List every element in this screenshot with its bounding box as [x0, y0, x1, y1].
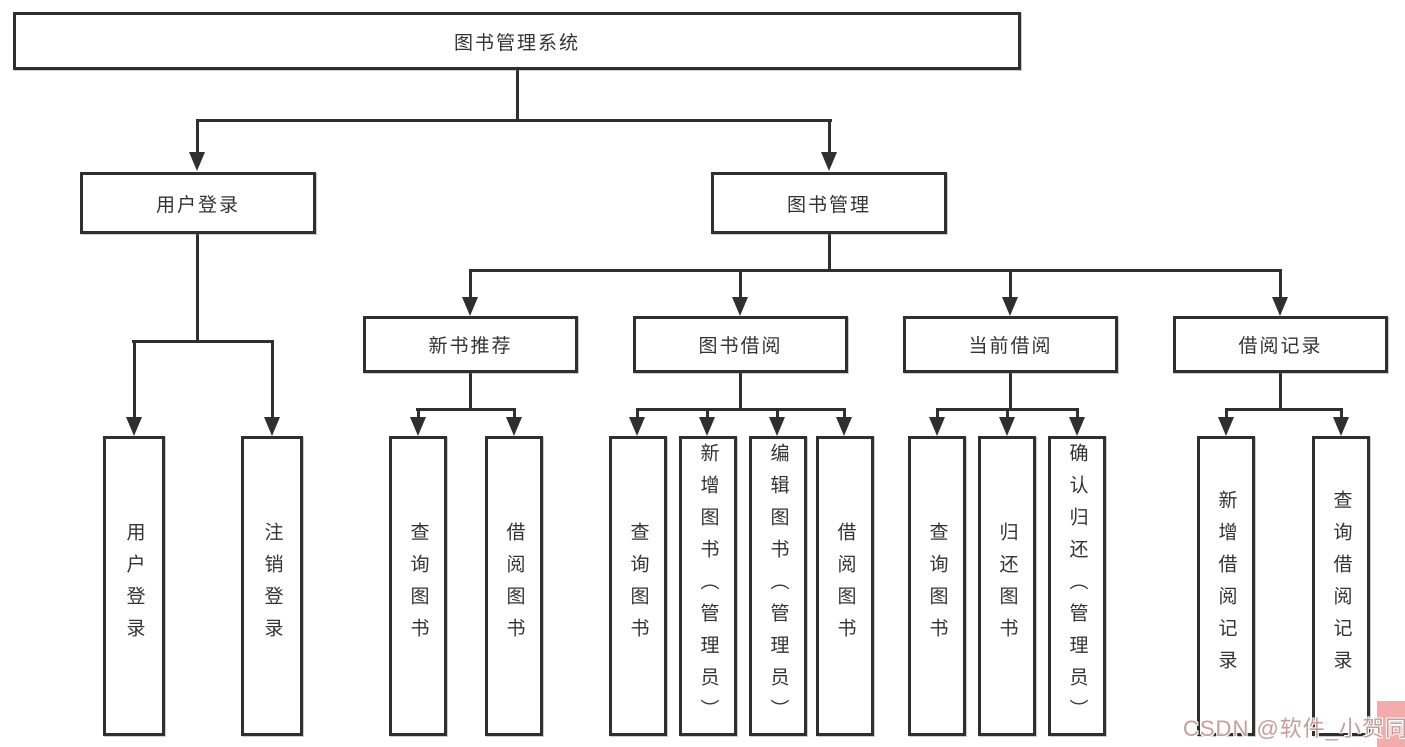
connector-line [196, 119, 199, 155]
leaf-label: 新增图书（管理员） [697, 443, 719, 731]
arrow-down-icon [410, 417, 426, 436]
connector-line [1340, 408, 1343, 420]
arrow-down-icon [836, 417, 852, 436]
leaf-label: 用户登录 [123, 522, 145, 650]
leaf-label: 借阅图书 [834, 522, 856, 650]
node-book-borrow: 图书借阅 [633, 316, 848, 373]
connector-line [271, 340, 274, 419]
arrow-down-icon [929, 417, 945, 436]
connector-line [936, 408, 939, 420]
leaf-label: 归还图书 [996, 522, 1018, 650]
leaf-return-books: 归还图书 [978, 436, 1036, 736]
leaf-label: 确认归还（管理员） [1066, 443, 1088, 731]
connector-line [1006, 408, 1009, 420]
leaf-borrow-books: 借阅图书 [816, 436, 874, 736]
leaf-logout: 注销登录 [241, 436, 303, 736]
node-borrow-records: 借阅记录 [1173, 316, 1388, 373]
leaf-query-books: 查询图书 [908, 436, 966, 736]
leaf-label: 查询图书 [926, 522, 948, 650]
connector-line [1279, 269, 1282, 299]
connector-line [469, 269, 472, 299]
connector-line [416, 408, 515, 411]
connector-line [843, 408, 846, 420]
arrow-down-icon [1002, 297, 1018, 316]
leaf-label: 编辑图书（管理员） [767, 443, 789, 731]
connector-line [1076, 408, 1079, 420]
leaf-label: 新增借阅记录 [1215, 490, 1237, 682]
arrow-down-icon [189, 152, 205, 171]
arrow-down-icon [264, 417, 280, 436]
leaf-edit-book-admin: 编辑图书（管理员） [749, 436, 807, 736]
arrow-down-icon [462, 297, 478, 316]
connector-line [513, 408, 516, 420]
arrow-down-icon [506, 417, 522, 436]
connector-line [1279, 373, 1282, 409]
arrow-down-icon [699, 417, 715, 436]
connector-line [1009, 373, 1012, 409]
arrow-down-icon [1218, 417, 1234, 436]
leaf-label: 查询借阅记录 [1330, 490, 1352, 682]
arrow-down-icon [821, 152, 837, 171]
leaf-label: 查询图书 [407, 522, 429, 650]
leaf-user-login: 用户登录 [103, 436, 165, 736]
connector-line [739, 269, 742, 299]
arrow-down-icon [629, 417, 645, 436]
leaf-label: 注销登录 [261, 522, 283, 650]
leaf-add-book-admin: 新增图书（管理员） [679, 436, 737, 736]
connector-line [1225, 408, 1228, 420]
arrow-down-icon [769, 417, 785, 436]
connector-line [469, 373, 472, 409]
connector-line [1009, 269, 1012, 299]
connector-line [1225, 408, 1342, 411]
connector-line [828, 233, 831, 270]
connector-line [417, 408, 420, 420]
node-user-login: 用户登录 [80, 172, 316, 234]
arrow-down-icon [126, 417, 142, 436]
connector-line [636, 408, 846, 411]
watermark: CSDN @软件_小贺同学 [1183, 716, 1405, 741]
leaf-borrow-books: 借阅图书 [485, 436, 543, 736]
connector-line [196, 119, 832, 122]
arrow-down-icon [732, 297, 748, 316]
arrow-down-icon [999, 417, 1015, 436]
leaf-label: 查询图书 [627, 522, 649, 650]
connector-line [516, 70, 519, 120]
node-current-borrow: 当前借阅 [903, 316, 1118, 373]
connector-line [196, 233, 199, 341]
arrow-down-icon [1333, 417, 1349, 436]
leaf-confirm-return-admin: 确认归还（管理员） [1048, 436, 1106, 736]
connector-line [636, 408, 639, 420]
node-new-book-recommend: 新书推荐 [363, 316, 578, 373]
connector-line [133, 340, 136, 419]
arrow-down-icon [1069, 417, 1085, 436]
leaf-add-borrow-record: 新增借阅记录 [1197, 436, 1255, 736]
leaf-query-books: 查询图书 [389, 436, 447, 736]
arrow-down-icon [1272, 297, 1288, 316]
leaf-query-books: 查询图书 [609, 436, 667, 736]
connector-line [469, 269, 1282, 272]
node-root: 图书管理系统 [13, 12, 1021, 70]
watermark-corner-patch [1377, 701, 1405, 747]
connector-line [828, 119, 831, 155]
connector-line [739, 373, 742, 409]
connector-line [706, 408, 709, 420]
connector-line [776, 408, 779, 420]
leaf-label: 借阅图书 [503, 522, 525, 650]
node-book-management: 图书管理 [711, 172, 947, 234]
connector-line [132, 340, 274, 343]
leaf-query-borrow-record: 查询借阅记录 [1312, 436, 1370, 736]
